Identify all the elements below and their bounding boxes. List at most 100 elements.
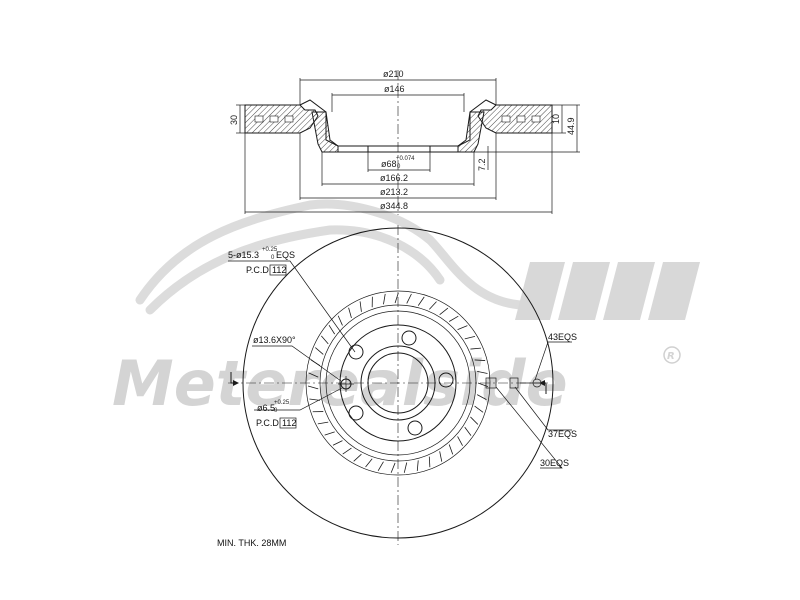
callout-vents-43: 43EQS xyxy=(548,332,577,342)
vent-mark xyxy=(470,347,481,350)
callout-chamfer: ø13.6X90° xyxy=(253,335,296,345)
vent-mark xyxy=(403,462,408,473)
section-right-vents xyxy=(501,115,541,123)
vent-mark xyxy=(365,458,373,468)
section-right-ring xyxy=(477,104,553,134)
center-bore-inner xyxy=(367,352,429,414)
dim-d146: ø146 xyxy=(384,84,405,94)
vent-mark xyxy=(337,315,343,326)
vent-mark xyxy=(457,436,463,446)
vent-mark xyxy=(332,440,343,446)
callout-pcd-box xyxy=(269,264,287,276)
vent-mark xyxy=(342,447,352,455)
vent-mark xyxy=(315,347,324,355)
vent-mark xyxy=(474,359,486,361)
callout-vents-30: 30EQS xyxy=(540,458,569,468)
callout-bolt-holes: 5-ø15.3 xyxy=(228,250,259,260)
vent-mark xyxy=(474,405,484,413)
callout-pin-hole-tol-upper: +0.25 xyxy=(274,400,290,406)
vent-mark xyxy=(416,460,419,471)
vent-mark xyxy=(348,307,352,319)
section-center-bore xyxy=(367,146,431,152)
callout-vents-37: 37EQS xyxy=(548,429,577,439)
vent-mark xyxy=(448,444,454,455)
callout-pcd2-label: P.C.D xyxy=(256,418,279,428)
vent-mark xyxy=(307,385,319,390)
dim-offset-7-2: 7.2 xyxy=(477,158,487,171)
vent-mark xyxy=(317,421,329,425)
vent-mark xyxy=(457,325,468,330)
vent-mark xyxy=(428,456,431,468)
front-view: 5-ø15.3 +0.25 0 EQS P.C.D 112 ø13.6X90° … xyxy=(228,225,577,545)
vent-mark xyxy=(324,431,335,436)
callout-pin-hole: ø6.5 xyxy=(257,403,275,413)
hub-face-circle xyxy=(339,324,457,442)
center-bore-outer xyxy=(360,345,436,421)
callout-pcd2-value: 112 xyxy=(282,418,296,428)
section-arrow-left xyxy=(230,372,239,386)
vent-mark xyxy=(308,372,319,378)
bolt-hole xyxy=(401,330,417,346)
hat-outer-circle xyxy=(325,310,471,456)
disc-outer-circle xyxy=(242,227,554,539)
dim-d68-tol-upper: +0.074 xyxy=(396,156,415,162)
vent-ring-outer xyxy=(305,290,491,476)
section-view: ø210 ø146 ø68 +0.074 0 ø166.2 ø213.2 ø34… xyxy=(229,69,580,215)
callout-bolt-holes-eqs: EQS xyxy=(276,250,295,260)
vent-mark xyxy=(470,416,479,425)
watermark-swoosh-logo xyxy=(135,199,525,315)
bolt-hole xyxy=(438,372,454,388)
callout-pin-hole-tol-lower: 0 xyxy=(274,408,278,414)
bolt-holes xyxy=(348,330,454,436)
vent-mark xyxy=(406,293,412,304)
vent-marks xyxy=(307,292,489,473)
vent-mark xyxy=(477,370,488,374)
section-hat-right xyxy=(457,111,485,153)
dim-d68-tol-lower: 0 xyxy=(397,164,401,170)
bolt-hole xyxy=(407,420,423,436)
vent-mark xyxy=(377,461,384,471)
bolt-hole xyxy=(348,344,364,360)
section-arrow-right xyxy=(539,380,547,394)
callout-pcd2-box xyxy=(279,417,297,429)
vent-mark xyxy=(439,451,443,462)
dim-d213-2: ø213.2 xyxy=(380,187,408,197)
watermark-registered-mark: R xyxy=(667,351,675,362)
callout-pcd-value: 112 xyxy=(272,265,286,275)
dim-d68: ø68 xyxy=(381,159,397,169)
dim-thickness-10: 10 xyxy=(551,114,561,124)
dim-d166-2: ø166.2 xyxy=(380,173,408,183)
callout-bolt-holes-tol-upper: +0.25 xyxy=(262,247,278,253)
vent-mark xyxy=(359,301,362,312)
bolt-hole xyxy=(348,405,364,421)
vent-mark xyxy=(417,296,425,306)
vent-mark xyxy=(448,315,459,322)
vent-mark xyxy=(394,292,399,304)
vent-mark xyxy=(464,426,472,436)
vent-mark xyxy=(439,307,449,316)
section-hat-left xyxy=(311,111,339,153)
vent-mark xyxy=(428,301,437,310)
dim-overall-44-9: 44.9 xyxy=(566,117,576,135)
section-left-vents xyxy=(254,115,294,123)
min-thickness-note: MIN. THK. 28MM xyxy=(217,538,286,548)
vent-mark xyxy=(321,335,329,345)
watermark: Meterealside R xyxy=(112,199,700,420)
pin-hole xyxy=(338,376,354,392)
section-hat-outline xyxy=(299,99,497,147)
vent-mark xyxy=(464,335,476,340)
watermark-stripes xyxy=(515,262,700,320)
vent-ring-inner xyxy=(319,304,477,462)
vent-mark xyxy=(476,394,487,401)
dim-d210: ø210 xyxy=(383,69,404,79)
vent-mark xyxy=(328,324,336,335)
callout-pcd-label: P.C.D xyxy=(246,265,269,275)
vent-mark xyxy=(390,462,396,473)
section-dimension-lines xyxy=(236,78,580,214)
vent-mark xyxy=(353,453,362,462)
callout-bolt-holes-tol-lower: 0 xyxy=(271,255,275,261)
dim-height-30: 30 xyxy=(229,115,239,125)
vent-mark xyxy=(383,293,386,305)
dim-d344-8: ø344.8 xyxy=(380,201,408,211)
